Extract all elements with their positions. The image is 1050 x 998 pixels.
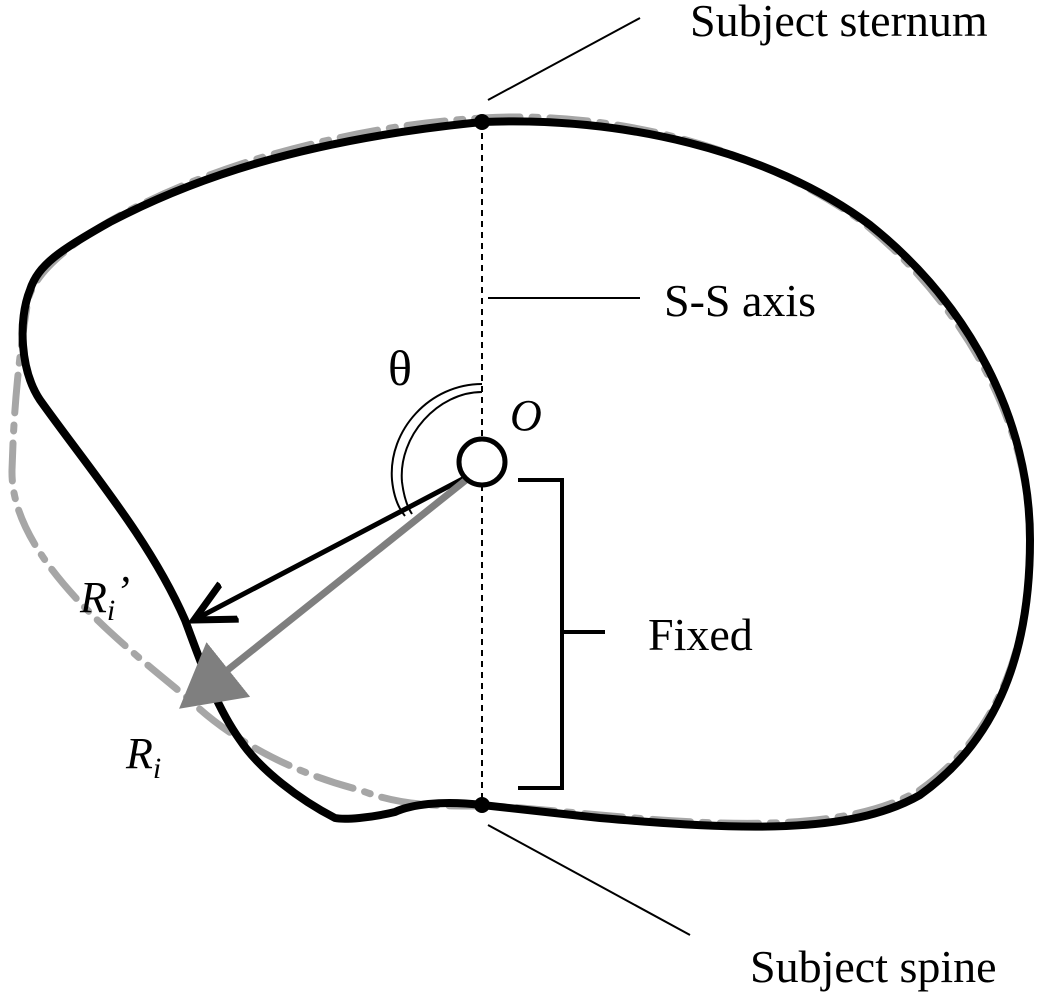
r-prime-mark: ’ (115, 567, 130, 616)
r-main: R (125, 729, 153, 778)
reference-outline (8, 113, 1034, 827)
theta-arc-outer (390, 383, 483, 517)
r-prime-sub: i (107, 594, 115, 627)
spine-label: Subject spine (750, 941, 997, 992)
subject-outline (18, 117, 1034, 831)
spine-point (474, 797, 490, 813)
axis-label: S-S axis (664, 275, 816, 326)
vector-r-prime (194, 469, 478, 620)
theta-label: θ (388, 340, 412, 396)
origin-point (456, 436, 508, 488)
sternum-leader-line (487, 17, 641, 101)
origin-label: O (510, 391, 542, 440)
sternum-point (474, 114, 490, 130)
fixed-label: Fixed (648, 609, 753, 660)
sternum-label: Subject sternum (690, 0, 988, 46)
fixed-bracket (518, 478, 605, 790)
spine-leader-line (487, 824, 691, 936)
r-prime-label: Ri’ (79, 567, 130, 627)
r-sub: i (153, 752, 161, 785)
r-prime-main: R (79, 573, 107, 622)
r-label: Ri (125, 729, 161, 785)
theta-arc-inner (400, 391, 483, 515)
vector-r (179, 469, 479, 709)
